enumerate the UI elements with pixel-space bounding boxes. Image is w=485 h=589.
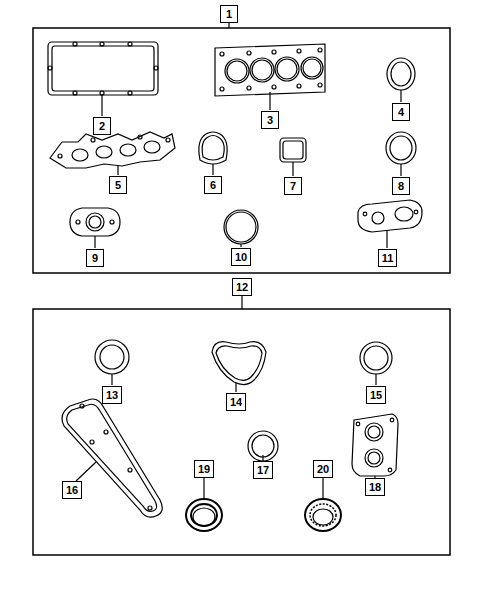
callout-box: 17 xyxy=(253,461,273,479)
flange-gasket xyxy=(352,414,398,476)
callout-box: 6 xyxy=(204,176,222,194)
callout-number: 16 xyxy=(66,485,78,496)
gasket xyxy=(280,138,306,162)
head-gasket xyxy=(215,44,325,96)
leader-line xyxy=(101,95,102,116)
leader-line xyxy=(76,462,96,481)
callout-number: 15 xyxy=(370,390,382,401)
leader-line xyxy=(269,92,270,110)
leader-line xyxy=(111,374,112,385)
leader-line xyxy=(240,244,241,247)
seal-ring xyxy=(386,132,416,164)
callout-box: 2 xyxy=(93,117,111,135)
seal-ring xyxy=(95,340,129,374)
callout-box: 10 xyxy=(231,248,251,266)
callout-box: 18 xyxy=(365,478,385,496)
callout-box: 8 xyxy=(392,177,410,195)
leader-line xyxy=(322,478,323,499)
leader-line xyxy=(228,23,229,28)
gasket xyxy=(202,136,224,161)
leader-line xyxy=(400,90,401,102)
seal-ring xyxy=(360,342,392,374)
flange-gasket xyxy=(358,200,422,232)
callout-box: 5 xyxy=(109,176,127,194)
callout-number: 3 xyxy=(267,115,273,126)
callout-number: 2 xyxy=(99,121,105,132)
callout-number: 19 xyxy=(198,464,210,475)
callout-number: 17 xyxy=(257,465,269,476)
callout-box: 16 xyxy=(62,481,82,499)
leader-line xyxy=(386,230,387,248)
o-ring xyxy=(224,210,258,244)
callout-number: 13 xyxy=(106,390,118,401)
seal-ring xyxy=(387,58,415,90)
callout-number: 6 xyxy=(210,180,216,191)
callout-box: 15 xyxy=(366,386,386,404)
callout-number: 1 xyxy=(226,9,232,20)
callout-number: 7 xyxy=(290,181,296,192)
callout-number: 14 xyxy=(230,397,242,408)
leader-line xyxy=(375,374,376,385)
callout-number: 11 xyxy=(382,253,394,264)
callout-number: 8 xyxy=(398,181,404,192)
callout-box: 12 xyxy=(232,278,252,296)
leader-line xyxy=(94,236,95,248)
oil-pan-gasket xyxy=(62,399,162,517)
manifold-gasket xyxy=(50,132,175,168)
gasket xyxy=(283,141,303,159)
valve-cover-gasket xyxy=(48,42,158,95)
callout-box: 14 xyxy=(226,393,246,411)
callout-number: 18 xyxy=(369,482,381,493)
callout-box: 20 xyxy=(313,460,333,478)
group-frame xyxy=(33,309,450,555)
callout-box: 7 xyxy=(284,177,302,195)
leader-line xyxy=(292,162,293,176)
callout-number: 5 xyxy=(115,180,121,191)
callout-box: 19 xyxy=(194,460,214,478)
cover-gasket xyxy=(212,342,266,385)
leader-line xyxy=(241,296,242,309)
callout-number: 4 xyxy=(398,107,404,118)
seal-ring xyxy=(248,431,278,461)
callout-number: 10 xyxy=(235,252,247,263)
leader-line xyxy=(203,478,204,499)
callout-box: 11 xyxy=(378,249,397,267)
flange-gasket xyxy=(70,208,120,236)
callout-box: 4 xyxy=(392,103,410,121)
group-frame xyxy=(33,28,450,273)
callout-number: 12 xyxy=(236,282,248,293)
leader-line xyxy=(117,166,118,175)
leader-line xyxy=(212,164,213,175)
callout-number: 9 xyxy=(92,253,98,264)
callout-number: 20 xyxy=(317,464,329,475)
callout-box: 3 xyxy=(261,111,279,129)
callout-box: 13 xyxy=(102,386,122,404)
leader-line xyxy=(400,164,401,176)
callout-box: 1 xyxy=(220,5,238,23)
oil-seal xyxy=(305,499,341,531)
callout-box: 9 xyxy=(86,249,104,267)
oil-seal xyxy=(186,499,222,531)
gasket xyxy=(199,132,227,164)
leader-line xyxy=(235,383,236,392)
